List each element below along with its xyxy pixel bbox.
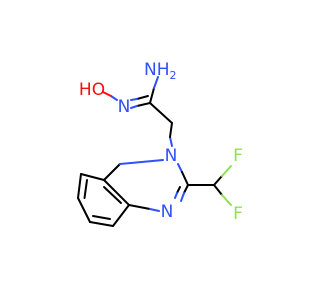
bond-c2-n3-double-n-part <box>174 192 178 199</box>
bond-c-n-oxime-double-n-part <box>130 98 138 101</box>
bond-c3a-c7a <box>103 179 130 206</box>
bond-c7a-n1-n-part <box>119 159 164 165</box>
bond-c6-c7-inner <box>92 215 111 220</box>
bond-ch2-c-amidine <box>149 102 173 124</box>
bond-c3a-c7a-inner <box>103 186 122 204</box>
atom-label-fluorine-1: F <box>233 146 243 166</box>
bond-chf2-f1-f-part <box>221 165 232 177</box>
bond-n-o-o-part <box>102 91 112 97</box>
bond-c4-c5 <box>77 173 82 199</box>
bond-c5-c6 <box>77 197 91 223</box>
bond-c-n-oxime <box>136 102 151 107</box>
molecule-drawing: NH2 N HO N N F F <box>77 60 243 227</box>
bond-chf2-f2-f-part <box>221 194 232 206</box>
bond-c2-n3-n-part <box>180 192 185 202</box>
bond-n1-c2-c-part <box>181 171 189 186</box>
atom-label-amine: NH2 <box>144 60 177 82</box>
bond-c-n-oxime-n-part <box>130 105 138 109</box>
bond-c3a-n3-n-part <box>149 208 160 212</box>
bond-c6-c7 <box>89 221 114 227</box>
bond-c-nh2-n-part <box>153 76 159 89</box>
bond-n1-ch2-c-part <box>169 122 173 138</box>
bond-c4-c5-inner <box>83 179 88 199</box>
bond-c3a-n3 <box>128 204 151 210</box>
atom-label-fluorine-2: F <box>233 204 243 224</box>
bond-c-n-oxime-double <box>136 95 149 100</box>
bond-n1-ch2 <box>169 136 173 147</box>
bond-chf2-f1 <box>213 175 223 186</box>
atom-label-ring-n1: N <box>165 146 178 166</box>
atom-label-oxime-n: N <box>118 97 131 117</box>
bond-c-nh2 <box>149 87 155 104</box>
structure-diagram: NH2 N HO N N F F <box>77 60 243 227</box>
bond-c2-n3 <box>183 184 189 194</box>
bond-n1-c2 <box>177 163 183 173</box>
bond-c7a-n1 <box>103 163 121 181</box>
atom-label-ring-n3: N <box>161 202 174 222</box>
bond-c7-c3a <box>112 204 130 227</box>
atom-label-hydroxyl: HO <box>79 80 105 100</box>
bond-n-o <box>110 95 118 101</box>
bond-c2-n3-double <box>176 186 181 194</box>
bond-chf2-f2 <box>213 184 223 196</box>
bond-c7a-c4 <box>80 173 105 181</box>
